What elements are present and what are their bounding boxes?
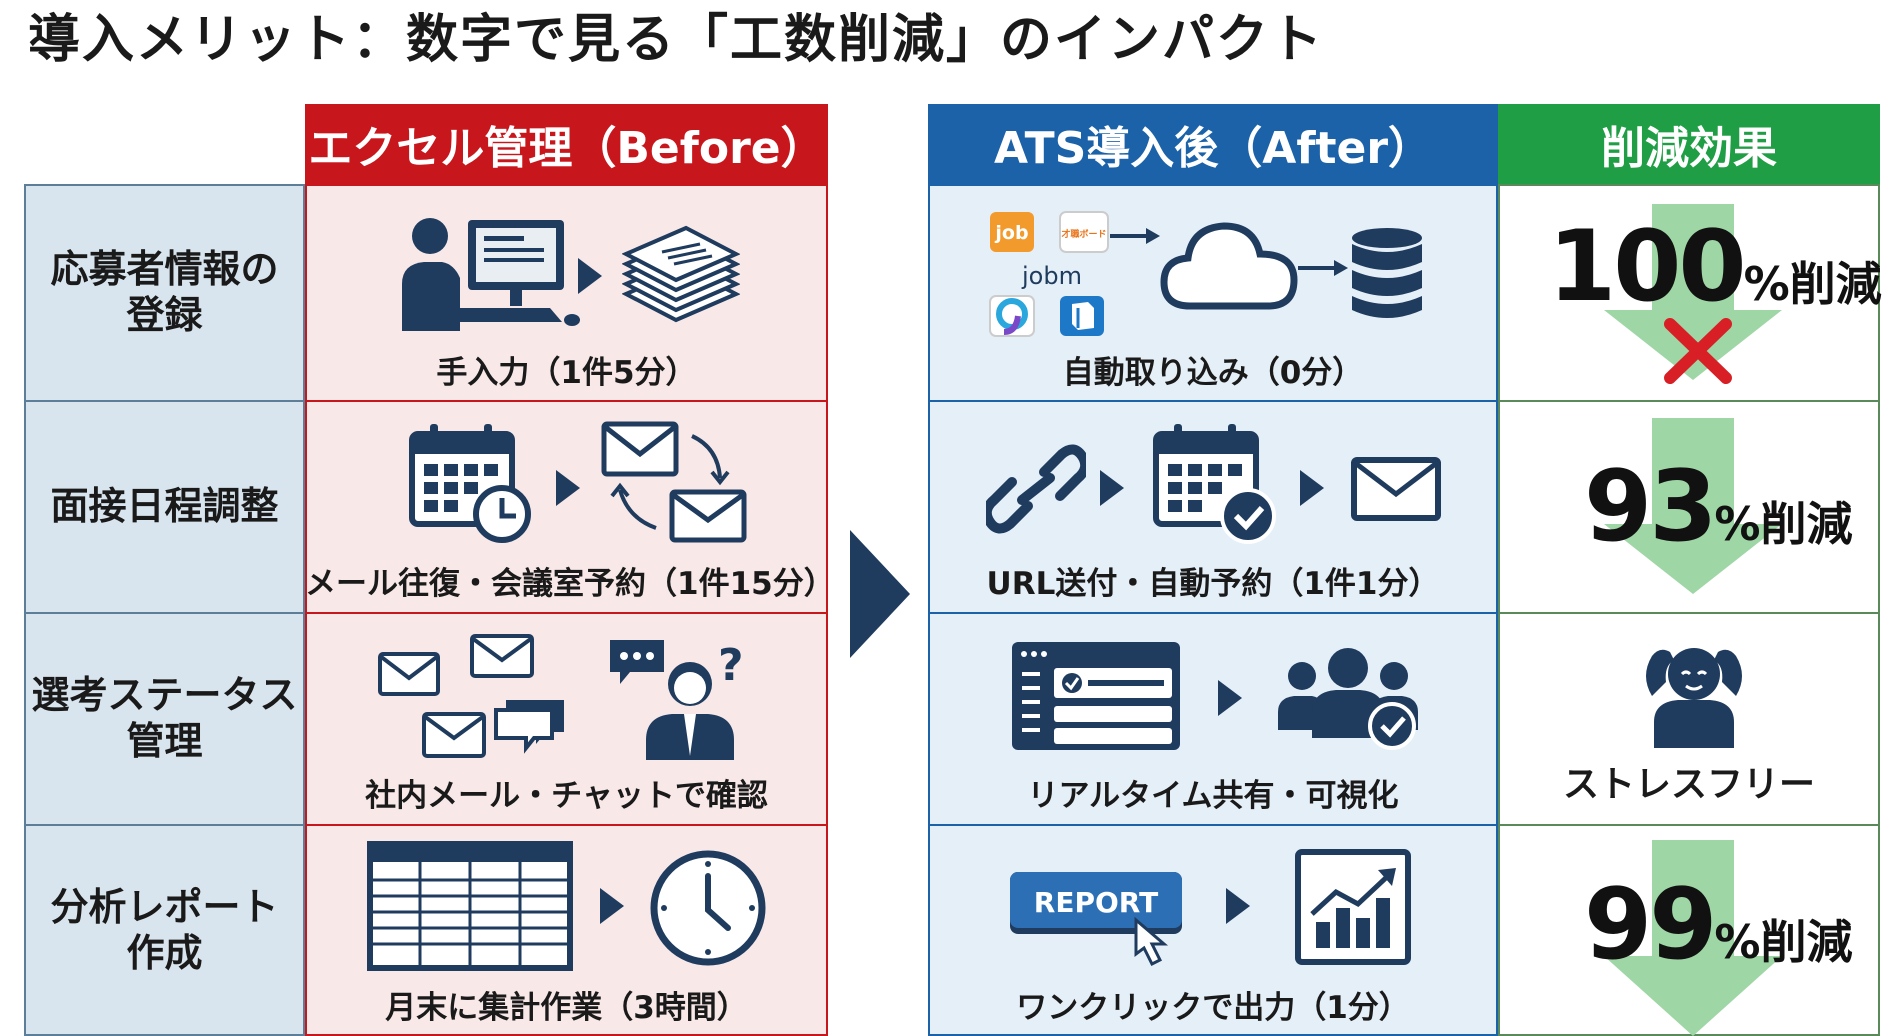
row-label-scheduling: 面接日程調整: [50, 484, 279, 528]
row-divider: [1498, 612, 1880, 614]
row-label-report: 分析レポート 作成: [50, 885, 279, 975]
team-check-icon: [1278, 648, 1418, 750]
header-before: エクセル管理（Before）: [305, 104, 828, 184]
spreadsheet-icon: [367, 841, 573, 971]
page-title: 導入メリット：数字で見る「工数削減」のインパクト: [28, 10, 1325, 70]
database-icon: [1352, 228, 1422, 318]
row-divider: [24, 400, 305, 402]
after-caption-scheduling: URL送付・自動予約（1件1分）: [986, 566, 1440, 602]
before-caption-report: 月末に集計作業（3時間）: [385, 990, 748, 1026]
row-divider: [1498, 400, 1880, 402]
calendar-check-icon: [1153, 424, 1276, 544]
arrow-right-icon: [1100, 470, 1124, 506]
header-after: ATS導入後（After）: [928, 104, 1498, 184]
arrow-right-icon: [1298, 260, 1348, 276]
before-caption-scheduling: メール往復・会議室予約（1件15分）: [305, 566, 835, 602]
transition-arrow-icon: [850, 530, 910, 658]
arrow-right-icon: [1218, 680, 1242, 716]
cursor-icon: [1134, 916, 1169, 967]
effect-value-report: 99%削減: [1584, 868, 1853, 982]
effect-value-registration: 100%削減: [1548, 210, 1882, 324]
person-computer-icon: [402, 218, 580, 331]
clock-icon: [650, 850, 766, 966]
before-caption-registration: 手入力（1件5分）: [436, 355, 697, 391]
before-caption-status: 社内メール・チャットで確認: [365, 778, 768, 814]
job-logo: job: [994, 222, 1028, 244]
row-divider: [305, 400, 828, 402]
row-divider: [928, 612, 1498, 614]
jobm-logo: jobm: [1021, 262, 1082, 290]
arrow-right-icon: [578, 258, 602, 294]
mail-icon: [1351, 457, 1441, 521]
arrow-right-icon: [556, 470, 580, 506]
down-arrow-icon: [1604, 418, 1782, 594]
cross-icon: [1664, 318, 1732, 384]
svg-text:?: ?: [718, 640, 744, 691]
effect-value-scheduling: 93%削減: [1584, 450, 1853, 564]
arrow-right-icon: [1300, 470, 1324, 506]
category-column: [24, 184, 305, 1036]
mail-exchange-icon: [601, 421, 747, 543]
dashboard-icon: [1012, 642, 1180, 750]
mails-chat-icon: [378, 634, 564, 758]
arrow-right-icon: [1226, 888, 1250, 924]
chart-up-icon: [1295, 849, 1411, 965]
row-label-status: 選考ステータス 管理: [31, 673, 298, 763]
relaxed-person-icon: [1646, 648, 1742, 748]
report-button: REPORT: [1010, 872, 1182, 967]
row-label-registration: 応募者情報の 登録: [50, 247, 279, 337]
row-divider: [305, 612, 828, 614]
row-divider: [24, 612, 305, 614]
row-divider: [1498, 824, 1880, 826]
saishoku-board-logo: 才職ボード: [1061, 228, 1106, 240]
after-caption-registration: 自動取り込み（0分）: [1062, 355, 1364, 391]
row-divider: [24, 824, 305, 826]
report-button-label: REPORT: [1034, 886, 1158, 919]
link-icon: [986, 444, 1086, 534]
row-divider: [928, 400, 1498, 402]
header-effect: 削減効果: [1498, 104, 1880, 184]
calendar-clock-icon: [409, 424, 531, 543]
job-board-logos: job 才職ボード jobm: [989, 211, 1109, 337]
row-divider: [928, 824, 1498, 826]
row-divider: [305, 824, 828, 826]
cloud-icon: [1160, 222, 1298, 310]
arrow-right-icon: [1110, 228, 1160, 244]
person-question-icon: ?: [610, 640, 744, 760]
effect-text-status: ストレスフリー: [1562, 764, 1815, 805]
down-arrow-icon: [1604, 204, 1782, 380]
down-arrow-icon: [1604, 840, 1782, 1036]
after-caption-status: リアルタイム共有・可視化: [1027, 778, 1399, 814]
arrow-right-icon: [600, 888, 624, 924]
paper-stack-icon: [622, 225, 740, 323]
after-caption-report: ワンクリックで出力（1分）: [1016, 990, 1410, 1026]
